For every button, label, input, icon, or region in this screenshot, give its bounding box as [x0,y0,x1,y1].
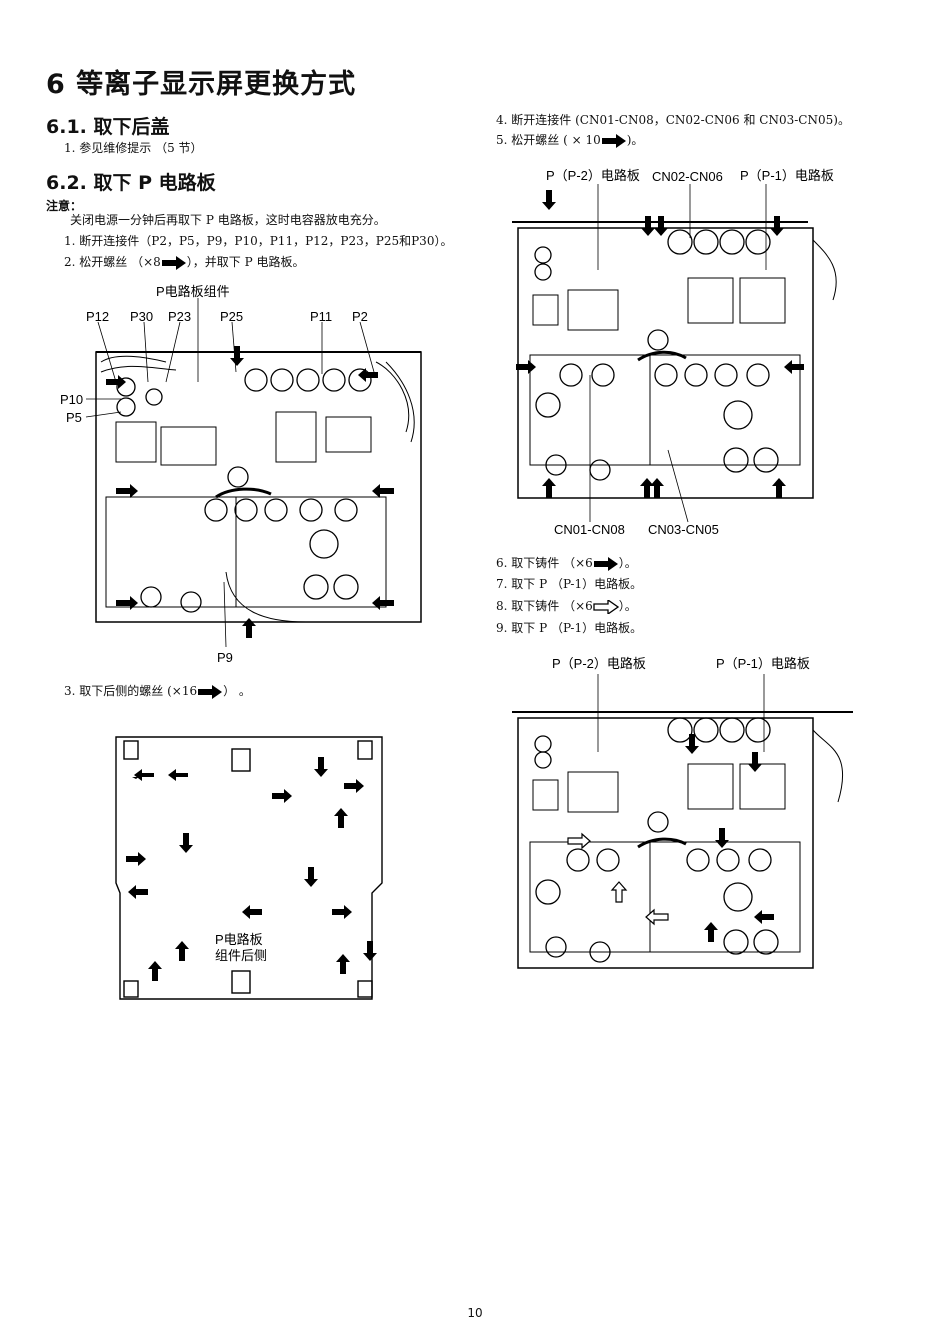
fig3-label-p2: P（P-2）电路板 [552,656,646,671]
fig2-label-p2: P（P-2）电路板 [546,168,640,183]
step-6-b: ）。 [618,556,637,570]
screw-arrow-icon [601,133,626,148]
fig1-label-p9: P9 [217,650,233,665]
step-8: 8. 取下铸件 （×6 ）。 [496,596,637,617]
step-6-a: 6. 取下铸件 （×6 [496,556,593,570]
fig1-label-p30: P30 [130,309,153,324]
section-6-1-heading: 6.1. 取下后盖 [46,116,170,138]
step-6-2-3-b: ） 。 [223,684,251,698]
fig2-label-p1: P（P-1）电路板 [740,168,834,183]
step-5-a: 5. 松开螺丝 ( × 10 [496,133,601,147]
screw-arrow-icon [161,255,186,270]
step-8-b: ）。 [618,599,637,613]
rivet-arrow-icon [593,556,618,571]
page-title: 6 等离子显示屏更换方式 [46,69,357,100]
fig1-label-p2: P2 [352,309,368,324]
step-8-a: 8. 取下铸件 （×6 [496,599,593,613]
fig4-label-line2: 组件后侧 [215,948,267,963]
fig2-label-cn03: CN03-CN05 [648,522,719,537]
step-7: 7. 取下 P （P-1）电路板。 [496,577,643,591]
fig1-label-p11: P11 [310,309,332,324]
figure-p-board-assembly: P电路板组件 P12 P30 P23 P25 P11 P2 P10 P5 P9 [60,284,422,665]
figure-p1-p2-boards: P（P-2）电路板 CN02-CN06 P（P-1）电路板 CN01-CN08 … [512,168,837,537]
section-6-2-heading: 6.2. 取下 P 电路板 [46,172,216,194]
step-6-1-1: 1. 参见维修提示 （5 节） [64,141,203,155]
fig4-label-line1: P电路板 [215,932,263,947]
figure-rear-panel: P电路板 组件后侧 [115,736,383,1000]
fig2-label-cn01: CN01-CN08 [554,522,625,537]
step-5: 5. 松开螺丝 ( × 10 )。 [496,130,643,151]
step-6-2-1: 1. 断开连接件（P2，P5，P9，P10，P11，P12，P23，P25和P3… [64,234,453,248]
step-6-2-3: 3. 取下后侧的螺丝 (×16 ） 。 [64,681,251,702]
page-number: 10 [467,1306,483,1320]
figure-p1-removal: P（P-2）电路板 P（P-1）电路板 [512,656,853,969]
note-label: 注意： [46,199,83,213]
step-6: 6. 取下铸件 （×6 ）。 [496,553,637,574]
rivet-outline-arrow-icon [593,599,619,614]
step-5-b: )。 [626,133,644,147]
fig1-label-p5: P5 [66,410,82,425]
fig1-label-p23: P23 [168,309,191,324]
fig3-label-p1: P（P-1）电路板 [716,656,810,671]
screw-arrow-icon [198,684,223,699]
fig1-assembly-label: P电路板组件 [156,284,230,299]
step-9: 9. 取下 P （P-1）电路板。 [496,621,643,635]
fig1-label-p12: P12 [86,309,109,324]
fig1-label-p25: P25 [220,309,243,324]
fig1-label-p10: P10 [60,392,83,407]
step-6-2-2: 2. 松开螺丝 （×8 ），并取下 P 电路板。 [64,252,305,273]
fig2-label-cn02: CN02-CN06 [652,169,723,184]
step-6-2-3-a: 3. 取下后侧的螺丝 (×16 [64,684,198,698]
step-6-2-2-b: ），并取下 P 电路板。 [186,255,305,269]
note-text: 关闭电源一分钟后再取下 P 电路板，这时电容器放电充分。 [70,213,386,227]
step-6-2-2-a: 2. 松开螺丝 （×8 [64,255,161,269]
step-4: 4. 断开连接件 (CN01-CN08，CN02-CN06 和 CN03-CN0… [496,113,850,127]
